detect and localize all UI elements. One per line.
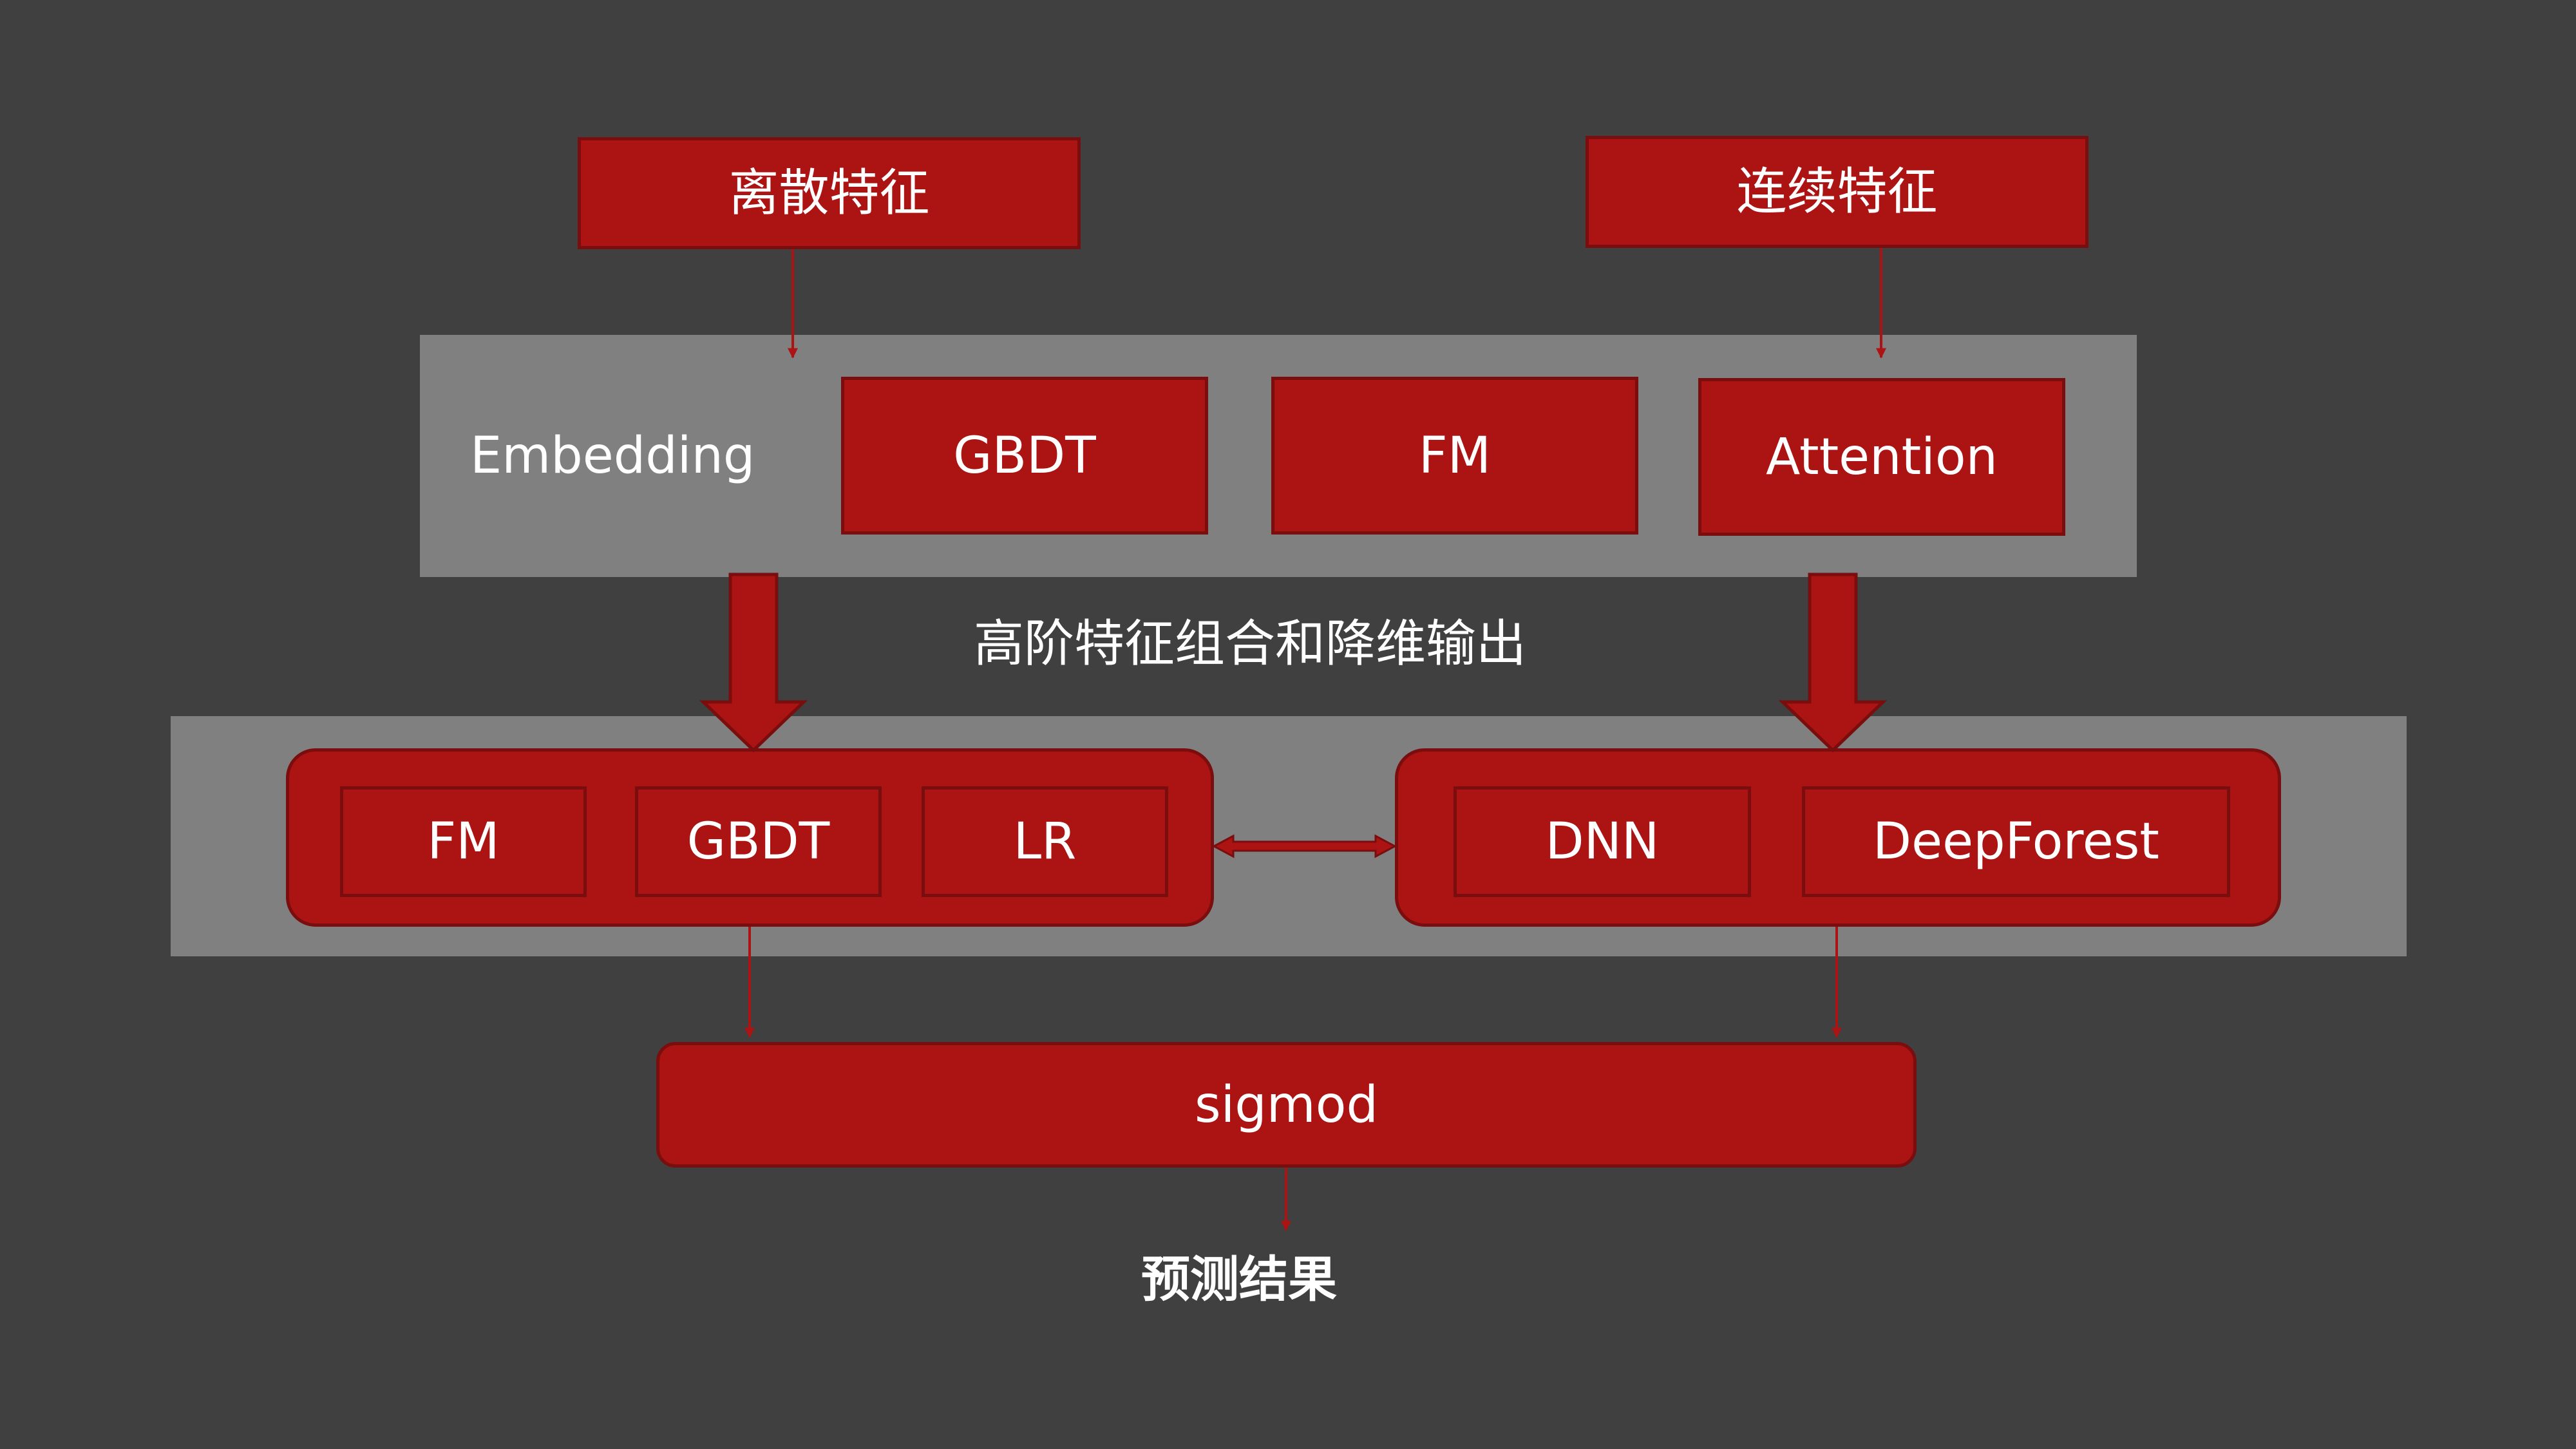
layer1-gbdt-box: GBDT — [841, 377, 1208, 535]
discrete-features-label: 离散特征 — [728, 164, 930, 222]
layer2-lr-label: LR — [1013, 813, 1077, 871]
layer2-fm-label: FM — [427, 813, 500, 871]
layer1-attention-label: Attention — [1766, 428, 1998, 486]
feature-combination-label: 高阶特征组合和降维输出 — [974, 615, 1527, 673]
layer2-gbdt-box: GBDT — [635, 786, 882, 897]
layer1-gbdt-label: GBDT — [953, 426, 1096, 485]
continuous-features-label: 连续特征 — [1736, 163, 1938, 221]
layer2-fm-box: FM — [340, 786, 587, 897]
layer2-dnn-label: DNN — [1545, 813, 1660, 871]
embedding-label: Embedding — [470, 427, 755, 485]
sigmod-label: sigmod — [1194, 1075, 1379, 1134]
layer1-fm-box: FM — [1271, 377, 1638, 535]
discrete-features-box: 离散特征 — [578, 137, 1081, 249]
layer2-gbdt-label: GBDT — [687, 813, 830, 871]
layer2-lr-box: LR — [922, 786, 1168, 897]
layer2-deepforest-label: DeepForest — [1873, 813, 2159, 871]
continuous-features-box: 连续特征 — [1586, 136, 2088, 248]
sigmod-box: sigmod — [656, 1042, 1917, 1168]
layer2-dnn-box: DNN — [1454, 786, 1751, 897]
layer2-deepforest-box: DeepForest — [1802, 786, 2230, 897]
layer1-fm-label: FM — [1418, 426, 1492, 485]
prediction-result-label: 预测结果 — [1141, 1251, 1337, 1308]
layer1-attention-box: Attention — [1698, 378, 2065, 536]
